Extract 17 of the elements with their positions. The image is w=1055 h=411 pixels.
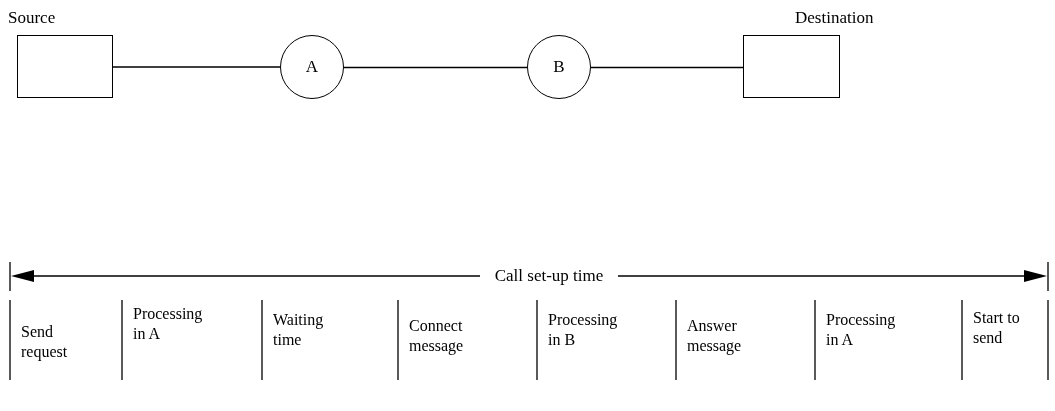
segment-label: Send request bbox=[21, 322, 69, 362]
connector-line bbox=[590, 66, 744, 69]
node-label: B bbox=[553, 56, 565, 79]
segment-label: Answer message bbox=[687, 316, 743, 356]
segment-label: Start to send bbox=[973, 308, 1021, 348]
segment-label: Processing in A bbox=[133, 304, 204, 344]
connector-line bbox=[343, 66, 528, 69]
node-box bbox=[17, 35, 113, 98]
segment-label: Connect message bbox=[409, 316, 465, 356]
endpoint-label: Destination bbox=[795, 8, 874, 28]
segment-label: Processing in A bbox=[826, 310, 897, 350]
connector-line bbox=[112, 66, 281, 68]
node-box bbox=[743, 35, 840, 98]
node-label: A bbox=[305, 56, 319, 79]
segment-label: Waiting time bbox=[273, 310, 325, 350]
endpoint-label: Source bbox=[8, 8, 56, 28]
segment-label: Processing in B bbox=[548, 310, 619, 350]
